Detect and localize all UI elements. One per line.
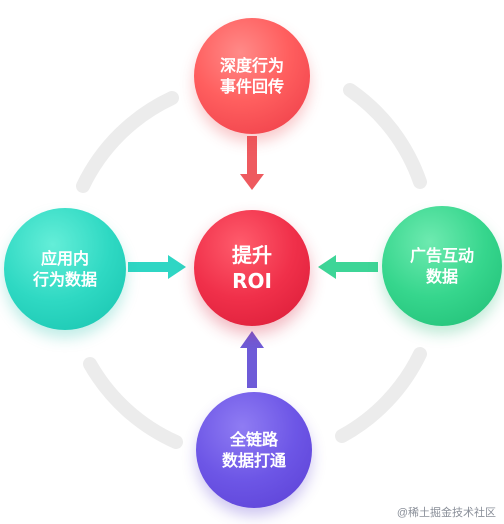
node-top-line2: 事件回传 <box>219 77 284 96</box>
node-ad-interaction-data: 广告互动 数据 <box>382 206 502 326</box>
node-top-line1: 深度行为 <box>219 55 284 75</box>
ring-arc-bottom-left <box>83 357 183 449</box>
node-right-line1: 广告互动 <box>409 245 474 265</box>
node-improve-roi: 提升 ROI <box>194 210 310 326</box>
node-left-line1: 应用内 <box>40 248 89 268</box>
node-bottom-line1: 全链路 <box>229 429 278 449</box>
ring-arc-bottom-right <box>335 347 427 443</box>
background-ring <box>76 83 427 449</box>
node-left-line2: 行为数据 <box>32 270 97 289</box>
arrow-bottom-to-center <box>240 331 264 388</box>
arrow-left-to-center <box>128 255 186 279</box>
node-right-line2: 数据 <box>425 267 458 286</box>
node-bottom-line2: 数据打通 <box>221 451 286 470</box>
node-center-line2: ROI <box>232 269 272 293</box>
node-deep-behavior-event-callback: 深度行为 事件回传 <box>194 18 310 134</box>
node-full-link-data-connection: 全链路 数据打通 <box>196 392 312 508</box>
arrow-right-to-center <box>318 255 378 279</box>
watermark: @稀土掘金技术社区 <box>396 507 496 519</box>
arrow-top-to-center <box>240 136 264 190</box>
ring-arc-top-right <box>343 83 427 189</box>
ring-arc-top-left <box>76 91 179 193</box>
node-center-line1: 提升 <box>232 242 272 267</box>
node-in-app-behavior-data: 应用内 行为数据 <box>4 208 126 330</box>
